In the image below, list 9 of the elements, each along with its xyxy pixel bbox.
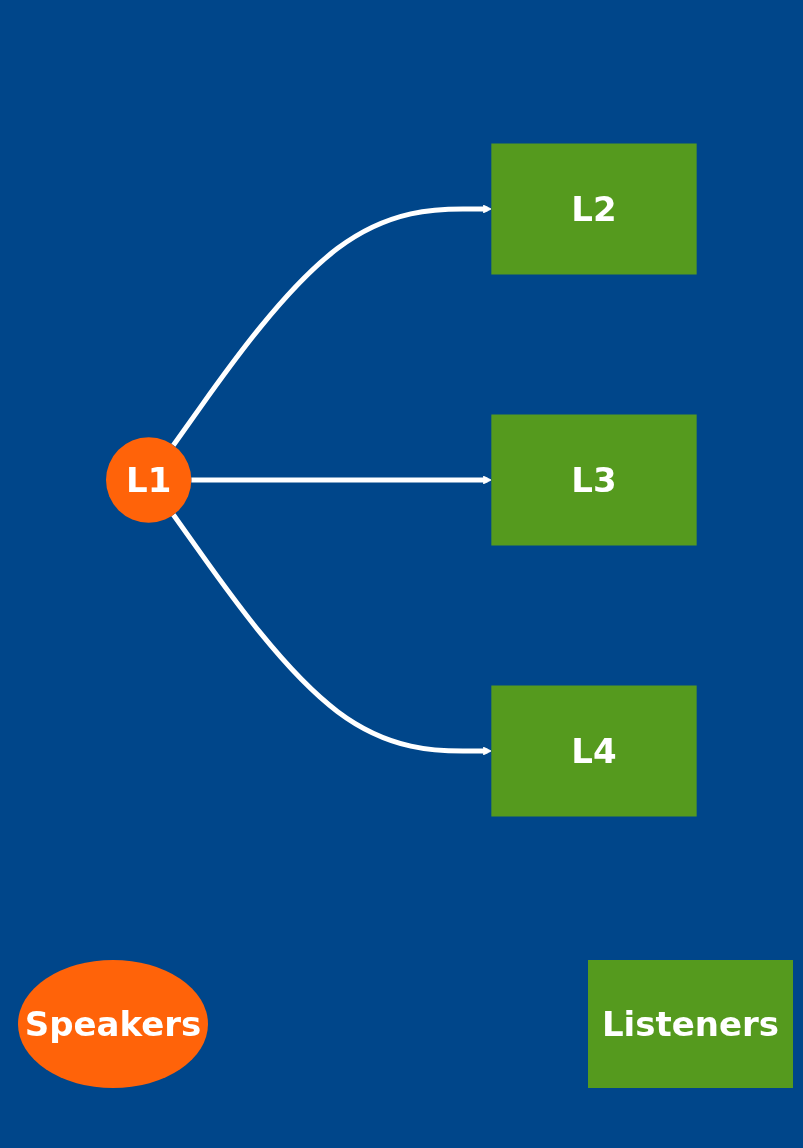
arrow bbox=[191, 475, 492, 485]
arrow bbox=[171, 513, 492, 756]
node-box: L3 bbox=[491, 414, 697, 546]
node-box: L2 bbox=[491, 143, 697, 275]
legend-entry: Speakers bbox=[18, 960, 208, 1088]
arrow bbox=[171, 204, 492, 447]
node-box: L4 bbox=[491, 685, 697, 817]
legend-entry: Listeners bbox=[588, 960, 793, 1088]
node-circle: L1 bbox=[106, 437, 192, 523]
